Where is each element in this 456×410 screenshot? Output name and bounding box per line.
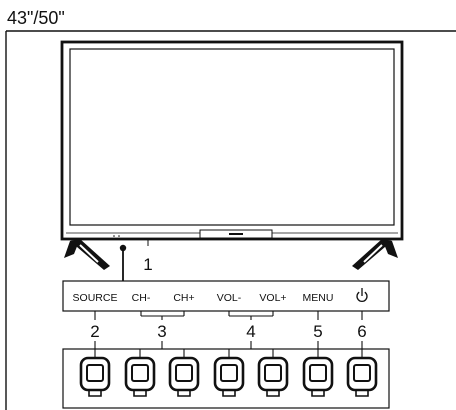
callout-2: 2 (90, 322, 99, 341)
physical-button-ch-plus (168, 356, 200, 397)
physical-button-menu (302, 356, 334, 397)
control-leader (119, 244, 127, 281)
tv-illustration (60, 40, 404, 270)
tv-right-foot (352, 239, 398, 270)
physical-button-ch-minus (124, 356, 156, 397)
callout-1: 1 (143, 255, 152, 274)
outer-frame (5, 30, 456, 410)
callout-connectors (94, 311, 363, 320)
label-vol-plus: VOL+ (259, 292, 286, 304)
physical-button-vol-minus (213, 356, 245, 397)
label-ch-plus: CH+ (173, 292, 194, 304)
tv-left-foot (64, 239, 110, 270)
label-ch-minus: CH- (132, 292, 151, 304)
label-source: SOURCE (73, 292, 118, 304)
label-menu: MENU (303, 292, 334, 304)
callout-6: 6 (357, 322, 366, 341)
physical-button-power (346, 356, 378, 397)
tv-bezel (60, 40, 404, 241)
callout-4: 4 (246, 322, 255, 341)
label-vol-minus: VOL- (217, 292, 242, 304)
tv-screen (69, 48, 395, 226)
size-label: 43"/50" (7, 8, 65, 28)
callout-3: 3 (157, 322, 166, 341)
power-icon (356, 288, 368, 302)
callout-5: 5 (313, 322, 322, 341)
physical-buttons (79, 356, 378, 397)
physical-button-vol-plus (257, 356, 289, 397)
physical-button-source (79, 356, 111, 397)
button-label-panel (62, 280, 390, 312)
button-strip (62, 348, 390, 409)
